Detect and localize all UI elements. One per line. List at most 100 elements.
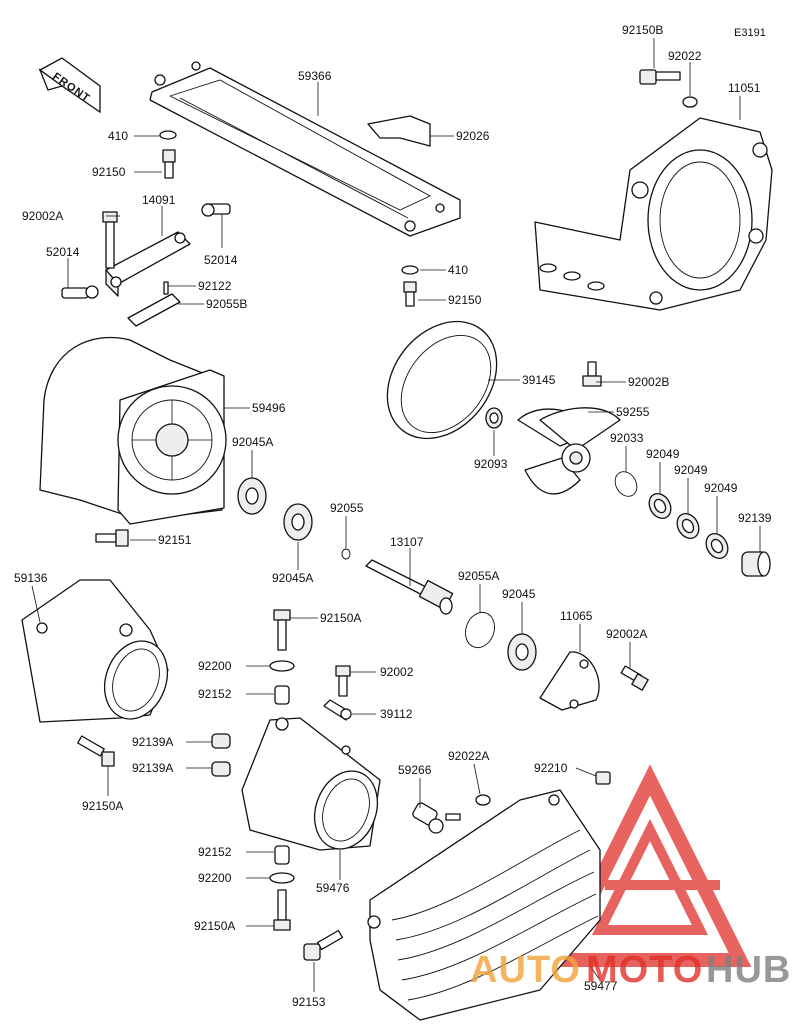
part-92022A-washer (475, 794, 491, 806)
watermark-part3: HUB (706, 949, 791, 991)
part-92151-bolt (95, 529, 129, 547)
part-39145-liner (386, 320, 498, 440)
part-59476-deflector (241, 717, 381, 851)
part-92200-washer-a (269, 660, 295, 672)
part-92150A-bolt-b (273, 889, 291, 931)
label-11051: 11051 (728, 81, 761, 95)
label-92002A-b: 92002A (606, 627, 647, 641)
part-92045-bearing (507, 633, 537, 671)
part-92150A-bolt-c (77, 735, 115, 767)
watermark-part1: AUTO (470, 949, 581, 991)
part-92055B-seal (127, 293, 181, 327)
part-92150A-bolt-a (273, 609, 291, 651)
label-59266: 59266 (398, 763, 432, 777)
label-92026: 92026 (456, 129, 490, 143)
part-92150B-bolt (639, 69, 681, 85)
label-92150-b: 92150 (448, 293, 482, 307)
label-11065: 11065 (560, 609, 593, 623)
label-39145: 39145 (522, 373, 556, 387)
part-59496-pump-case (39, 336, 227, 525)
part-11051-bracket (534, 117, 773, 311)
part-13107-shaft (365, 559, 454, 615)
label-92139A-b: 92139A (132, 761, 173, 775)
label-39112: 39112 (380, 707, 413, 721)
part-92026-plate (367, 115, 431, 147)
part-410-washer-a (159, 130, 177, 140)
part-92055-o-ring (341, 548, 351, 560)
label-92045A-a: 92045A (232, 435, 273, 449)
watermark-text: AUTO MOTO HUB (470, 949, 791, 991)
label-92022: 92022 (668, 49, 702, 63)
label-92153: 92153 (292, 995, 326, 1009)
part-92139A-bushing-b (211, 761, 231, 777)
part-92139A-bushing-a (211, 733, 231, 749)
part-92150-bolt-a (162, 149, 176, 179)
label-92002: 92002 (380, 665, 414, 679)
part-59366-cover (149, 61, 461, 237)
label-92002B: 92002B (628, 375, 669, 389)
label-59366: 59366 (298, 69, 332, 83)
label-14091: 14091 (142, 193, 176, 207)
part-92210-bolt (595, 771, 611, 785)
part-92150-bolt-b (403, 281, 417, 307)
label-92150A-c: 92150A (82, 799, 123, 813)
watermark-part2: MOTO (586, 949, 703, 991)
leader-lines (31, 38, 761, 992)
label-92152-b: 92152 (198, 845, 232, 859)
label-52014-right: 52014 (204, 253, 238, 267)
label-92150A-b: 92150A (194, 919, 235, 933)
label-59496: 59496 (252, 401, 286, 415)
part-92022-washer (682, 96, 698, 108)
diagram-code: E3191 (734, 27, 766, 39)
label-92200-b: 92200 (198, 871, 232, 885)
part-92122-pin (163, 281, 169, 295)
part-410-washer-b (401, 265, 419, 275)
part-52014-nipple-left (61, 285, 99, 299)
part-92033-ring (614, 471, 638, 497)
label-92139: 92139 (738, 511, 772, 525)
label-92002A-top: 92002A (22, 209, 63, 223)
label-92093: 92093 (474, 457, 508, 471)
part-92152-collar-a (274, 685, 290, 705)
part-92002A-bolt-b (620, 665, 649, 691)
label-92022A: 92022A (448, 749, 489, 763)
label-52014-left: 52014 (46, 245, 80, 259)
part-92002B-bolt (582, 361, 602, 387)
part-92152-collar-b (274, 845, 290, 865)
label-13107: 13107 (390, 535, 424, 549)
label-92151: 92151 (158, 533, 192, 547)
label-92033: 92033 (610, 431, 644, 445)
label-92055A: 92055A (458, 569, 499, 583)
part-92002-bolt (335, 665, 351, 697)
part-92045A-bearing-b (283, 503, 313, 541)
part-92002A-bolt-top (102, 211, 118, 269)
label-92210: 92210 (534, 761, 568, 775)
label-59136: 59136 (14, 571, 48, 585)
label-92055: 92055 (330, 501, 364, 515)
label-92152-a: 92152 (198, 687, 232, 701)
part-92093-bushing (485, 407, 503, 429)
part-52014-nipple-right (201, 203, 231, 217)
label-92049-b: 92049 (674, 463, 708, 477)
label-92150-a: 92150 (92, 165, 126, 179)
label-92055B: 92055B (206, 297, 247, 311)
label-59476: 59476 (316, 881, 350, 895)
part-92045A-bearing-a (237, 477, 267, 515)
watermark-logo (548, 764, 752, 967)
label-92049-a: 92049 (646, 447, 680, 461)
label-92150A-a: 92150A (320, 611, 361, 625)
label-410-a: 410 (108, 129, 128, 143)
part-14091-fitting (105, 231, 191, 297)
label-410-b: 410 (448, 263, 468, 277)
part-labels: 92150B 92022 11051 59366 410 92026 92150… (14, 23, 772, 1009)
label-92122: 92122 (198, 279, 232, 293)
part-92139-collar (741, 551, 771, 577)
part-59136-nozzle (21, 579, 169, 723)
label-92045: 92045 (502, 587, 536, 601)
part-92055A-o-ring (465, 611, 495, 649)
part-59266-fitting (412, 802, 461, 834)
part-11065-cap (539, 651, 600, 711)
label-92150B: 92150B (622, 23, 663, 37)
